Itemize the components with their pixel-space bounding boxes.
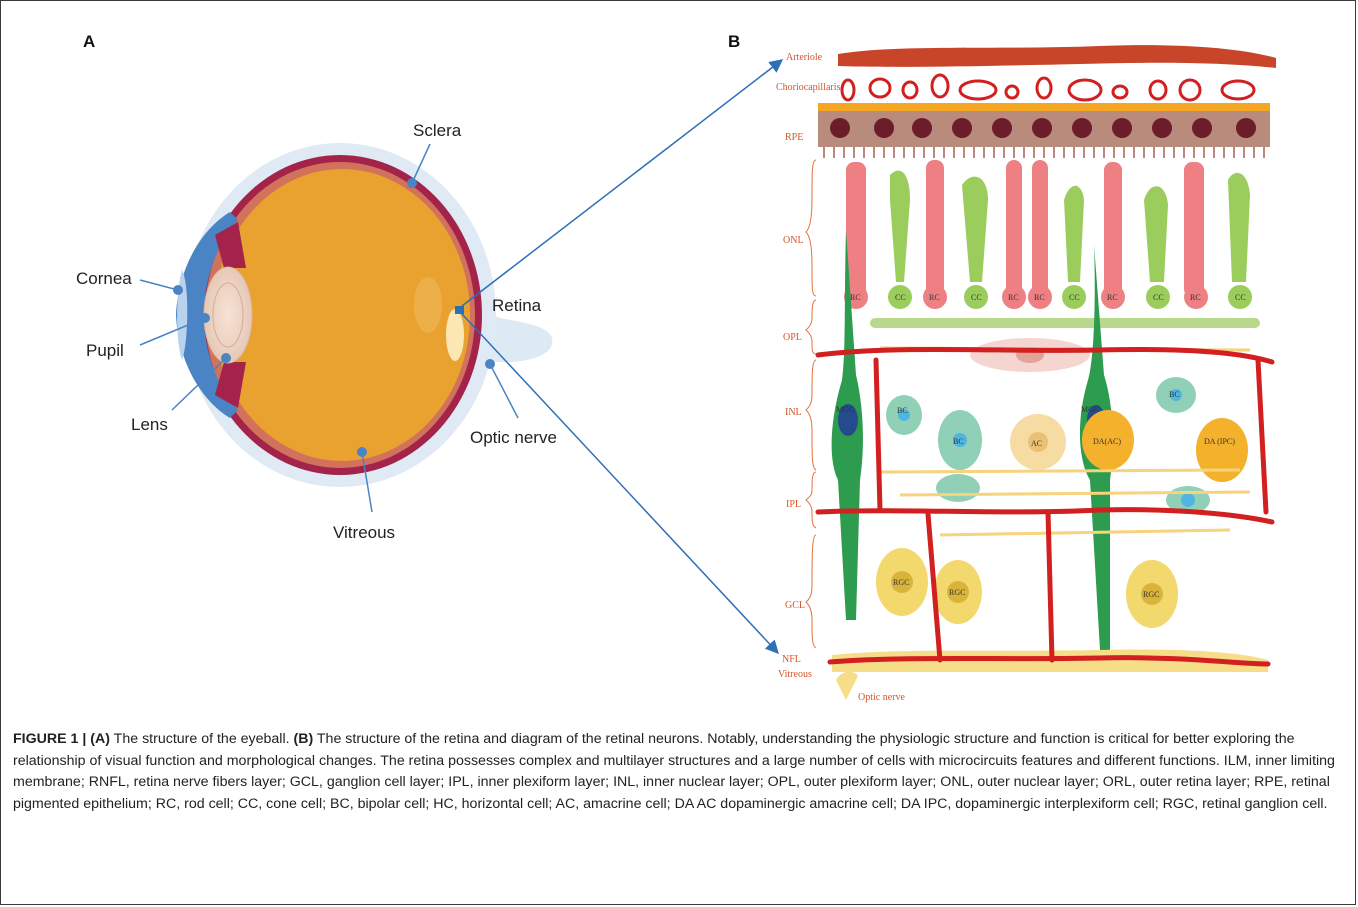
- cc-label-5: CC: [1235, 293, 1246, 302]
- cone-cell: [890, 171, 910, 282]
- cone-cell: [962, 177, 988, 282]
- retina-illustration: [818, 45, 1276, 700]
- vitreous-layer-label: Vitreous: [778, 669, 812, 680]
- cc-label-4: CC: [1153, 293, 1164, 302]
- bruch-membrane: [818, 103, 1270, 111]
- optic-nerve-label: Optic nerve: [470, 428, 557, 447]
- dopaminergic-interplexiform-cell: [1196, 418, 1248, 482]
- rod-cell: [1006, 160, 1022, 297]
- caption-a-tag: (A): [90, 731, 110, 747]
- rod-cell: [926, 160, 944, 297]
- pupil-label: Pupil: [86, 341, 124, 360]
- caption-figure-number: FIGURE 1 |: [13, 731, 90, 747]
- vitreous-pointer-dot: [357, 447, 367, 457]
- rc-label-3: RC: [1008, 293, 1019, 302]
- zoom-arrow-top: [462, 60, 782, 306]
- mgc-label-2: MGC: [1081, 405, 1099, 414]
- optic-nerve-fiber: [836, 672, 858, 700]
- rod-cell: [1184, 162, 1204, 297]
- arteriole-vessel: [838, 45, 1276, 68]
- rod-cell: [1032, 160, 1048, 297]
- ac-label: AC: [1031, 439, 1042, 448]
- optic-nerve-layer-label: Optic nerve: [858, 692, 905, 703]
- rgc-label-3: RGC: [1143, 590, 1159, 599]
- rc-label-6: RC: [1190, 293, 1201, 302]
- rc-label-5: RC: [1107, 293, 1118, 302]
- inl-label: INL: [785, 407, 802, 418]
- bc-label: BC: [897, 406, 908, 415]
- rgc-label-2: RGC: [949, 588, 965, 597]
- rgc-label: RGC: [893, 578, 909, 587]
- mgc-label: MGC: [836, 405, 854, 414]
- arteriole-label: Arteriole: [786, 52, 823, 63]
- opl-label: OPL: [783, 332, 802, 343]
- rc-label: RC: [850, 293, 861, 302]
- gcl-label: GCL: [785, 600, 805, 611]
- nfl-label: NFL: [782, 654, 801, 665]
- choriocapillaris-label: Choriocapillaris: [776, 82, 841, 93]
- cc-label-2: CC: [971, 293, 982, 302]
- rpe-label: RPE: [785, 132, 803, 143]
- fovea-shading: [414, 277, 442, 333]
- cornea-label: Cornea: [76, 269, 132, 288]
- caption-a-text: The structure of the eyeball.: [110, 731, 294, 747]
- retina-label: Retina: [492, 296, 542, 315]
- opl-synapse-band: [870, 318, 1260, 328]
- optic-disc: [446, 309, 464, 361]
- photoreceptor-cells: [844, 160, 1252, 309]
- cc-label: CC: [895, 293, 906, 302]
- zoom-arrow-bottom: [462, 314, 778, 653]
- eyeball-illustration: Sclera Cornea Pupil Lens Retina Optic ne…: [76, 121, 557, 542]
- cc-label-3: CC: [1069, 293, 1080, 302]
- lens-pointer-dot: [221, 353, 231, 363]
- rpe-microvilli: [824, 147, 1264, 158]
- da-ac-label: DA(AC): [1093, 437, 1121, 446]
- ipl-label: IPL: [786, 499, 801, 510]
- bc-label-3: BC: [1169, 390, 1180, 399]
- choriocapillaris-vessels: [842, 75, 1254, 100]
- sclera-pointer-dot: [407, 178, 417, 188]
- rod-cell: [1104, 162, 1122, 297]
- optic-nerve-pointer-dot: [485, 359, 495, 369]
- cornea-pointer-dot: [173, 285, 183, 295]
- sclera-label: Sclera: [413, 121, 462, 140]
- layer-brackets: [806, 160, 816, 648]
- rc-label-4: RC: [1034, 293, 1045, 302]
- rc-label-2: RC: [929, 293, 940, 302]
- lens-label: Lens: [131, 415, 168, 434]
- vitreous-label: Vitreous: [333, 523, 395, 542]
- pupil-pointer-dot: [200, 313, 210, 323]
- da-ipc-label: DA (IPC): [1204, 437, 1235, 446]
- onl-label: ONL: [783, 235, 804, 246]
- cone-cell: [1144, 186, 1168, 282]
- cone-cell: [1228, 173, 1250, 282]
- cone-cell: [1064, 186, 1084, 282]
- caption-b-tag: (B): [294, 731, 314, 747]
- figure-caption: FIGURE 1 | (A) The structure of the eyeb…: [13, 729, 1345, 815]
- lens-shape: [204, 267, 252, 363]
- ganglion-cells: [876, 548, 1178, 628]
- retina-zoom-box: [455, 306, 464, 314]
- bc-label-2: BC: [953, 437, 964, 446]
